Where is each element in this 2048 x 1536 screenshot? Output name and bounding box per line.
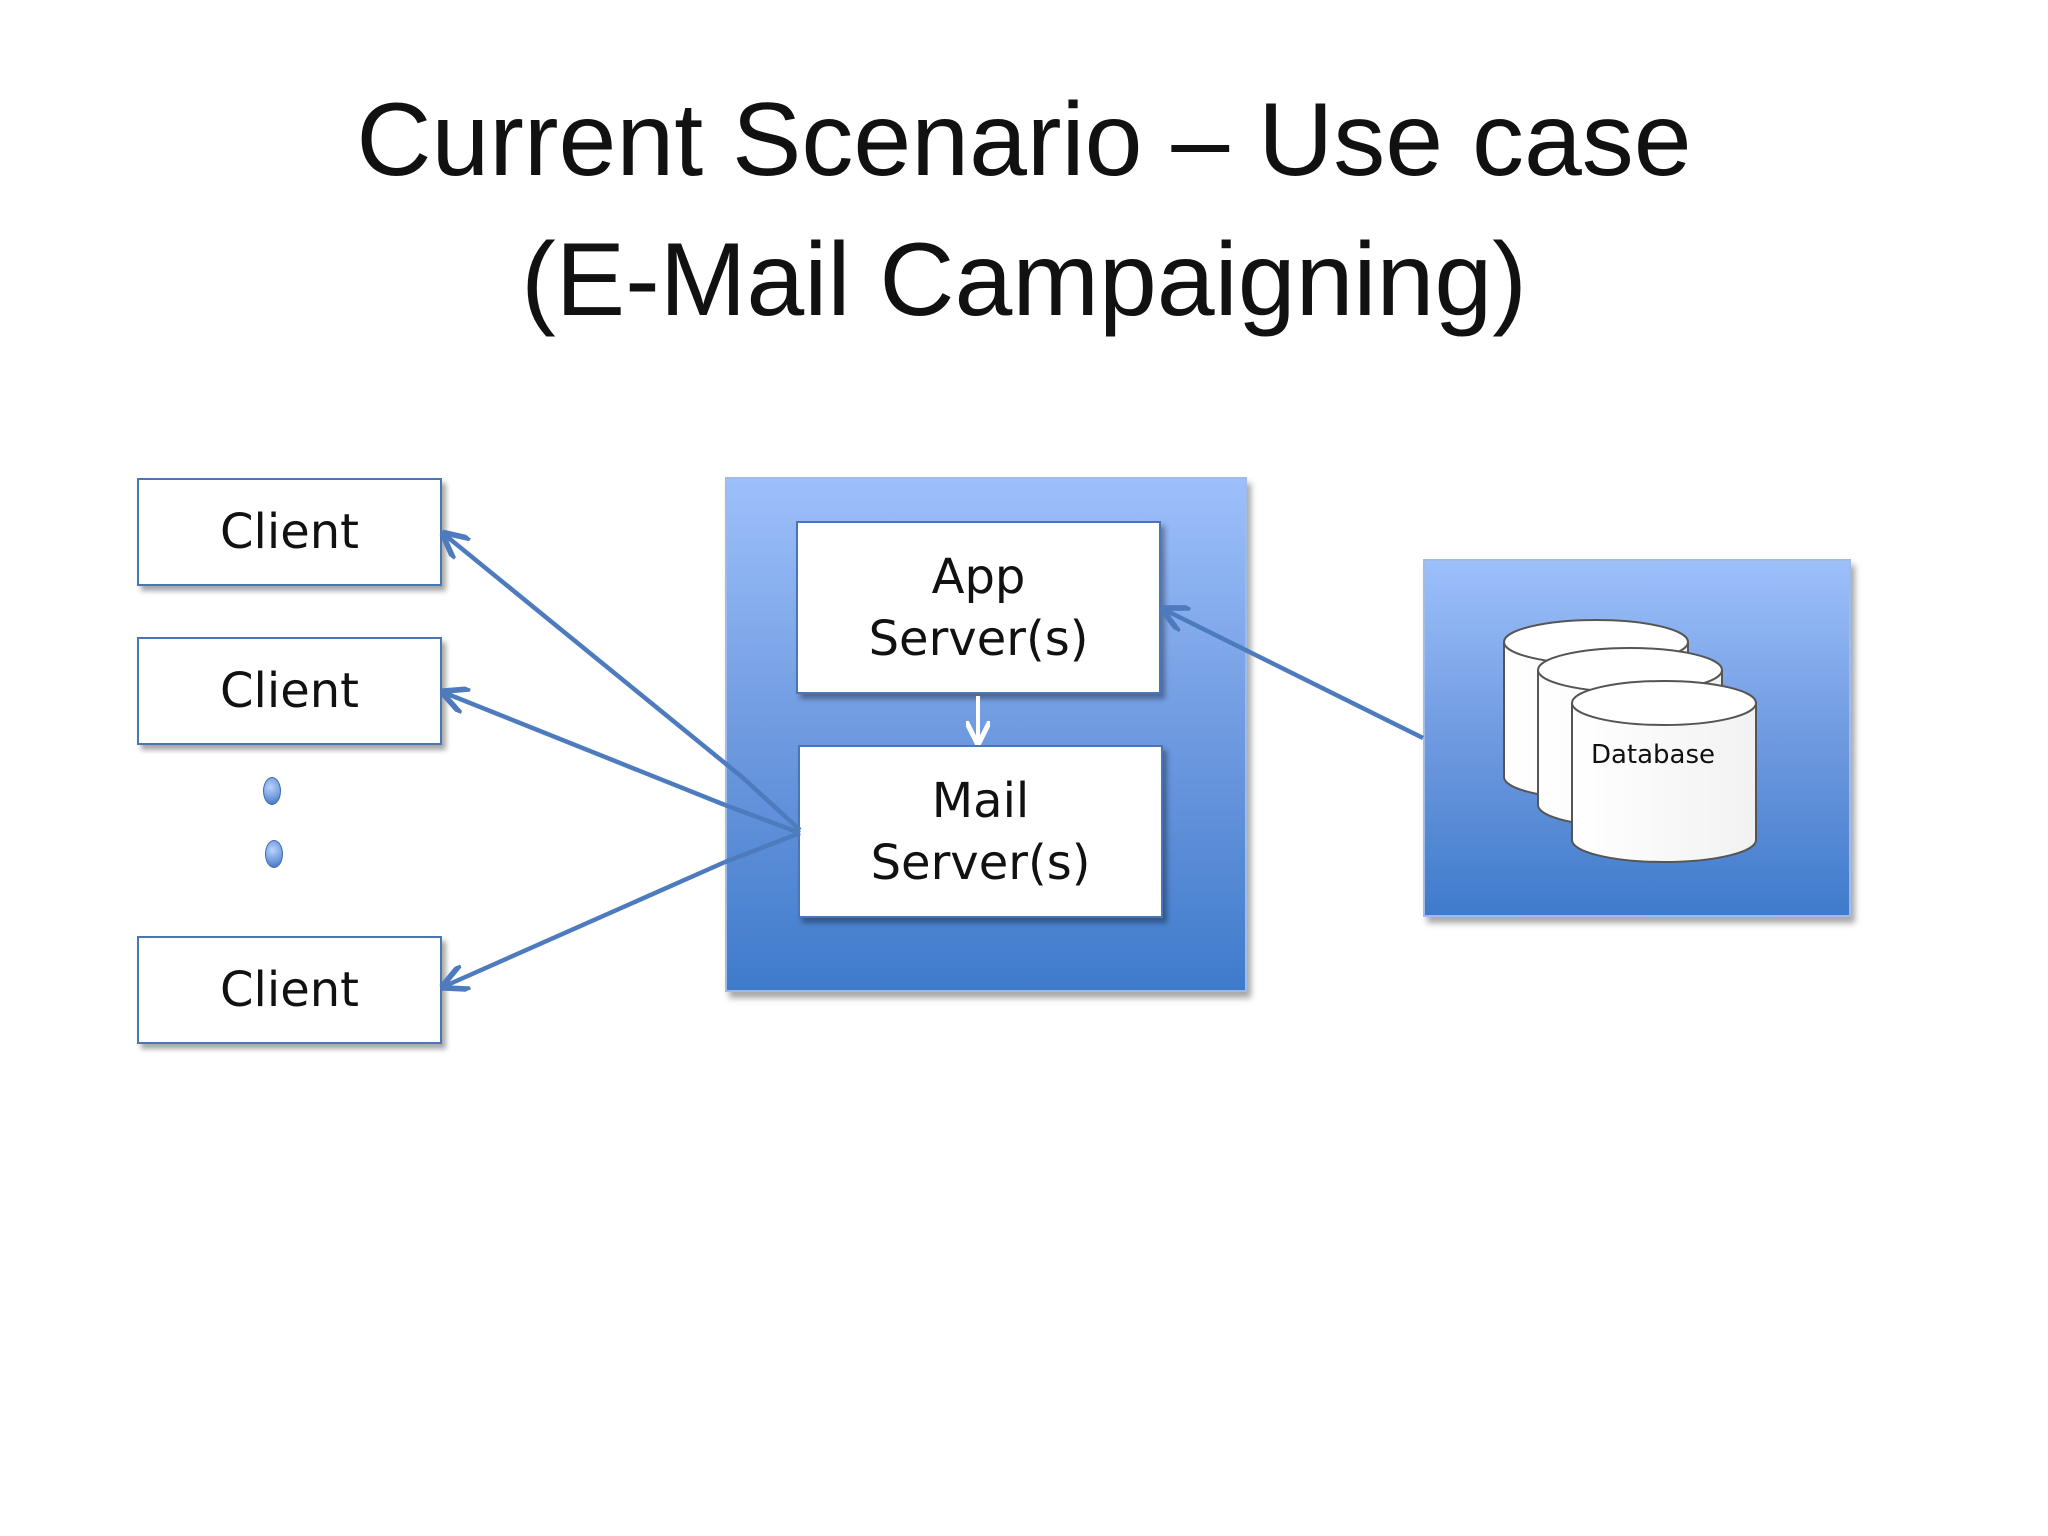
arrow-mail-to-client-1 [445, 535, 744, 779]
title-line-1: Current Scenario – Use case [356, 82, 1692, 198]
arrow-segment [740, 775, 802, 832]
client-label: Client [220, 504, 359, 560]
slide-title: Current Scenario – Use case (E-Mail Camp… [0, 70, 2048, 350]
client-box-3: Client [137, 936, 442, 1044]
title-line-2: (E-Mail Campaigning) [521, 222, 1527, 338]
client-label: Client [220, 663, 359, 719]
app-server-box: App Server(s) [796, 521, 1161, 694]
mail-server-box: Mail Server(s) [798, 745, 1163, 918]
arrow-database-to-app [1165, 610, 1424, 741]
client-box-1: Client [137, 478, 442, 586]
ellipsis-dot [263, 777, 281, 805]
ellipsis-dot [265, 840, 283, 868]
mail-server-label-line-2: Server(s) [870, 834, 1091, 891]
database-icon: Database [1503, 619, 1757, 863]
app-server-label-line-1: App [931, 548, 1026, 605]
client-box-2: Client [137, 637, 442, 745]
database-label: Database [1591, 740, 1715, 770]
app-server-label-line-2: Server(s) [868, 610, 1089, 667]
arrow-mail-to-client-2 [445, 693, 726, 808]
mail-server-label-line-1: Mail [931, 772, 1030, 829]
arrow-segment [724, 802, 801, 836]
arrow-mail-to-client-3 [445, 859, 726, 986]
client-label: Client [220, 962, 359, 1018]
arrow-segment [724, 830, 801, 865]
